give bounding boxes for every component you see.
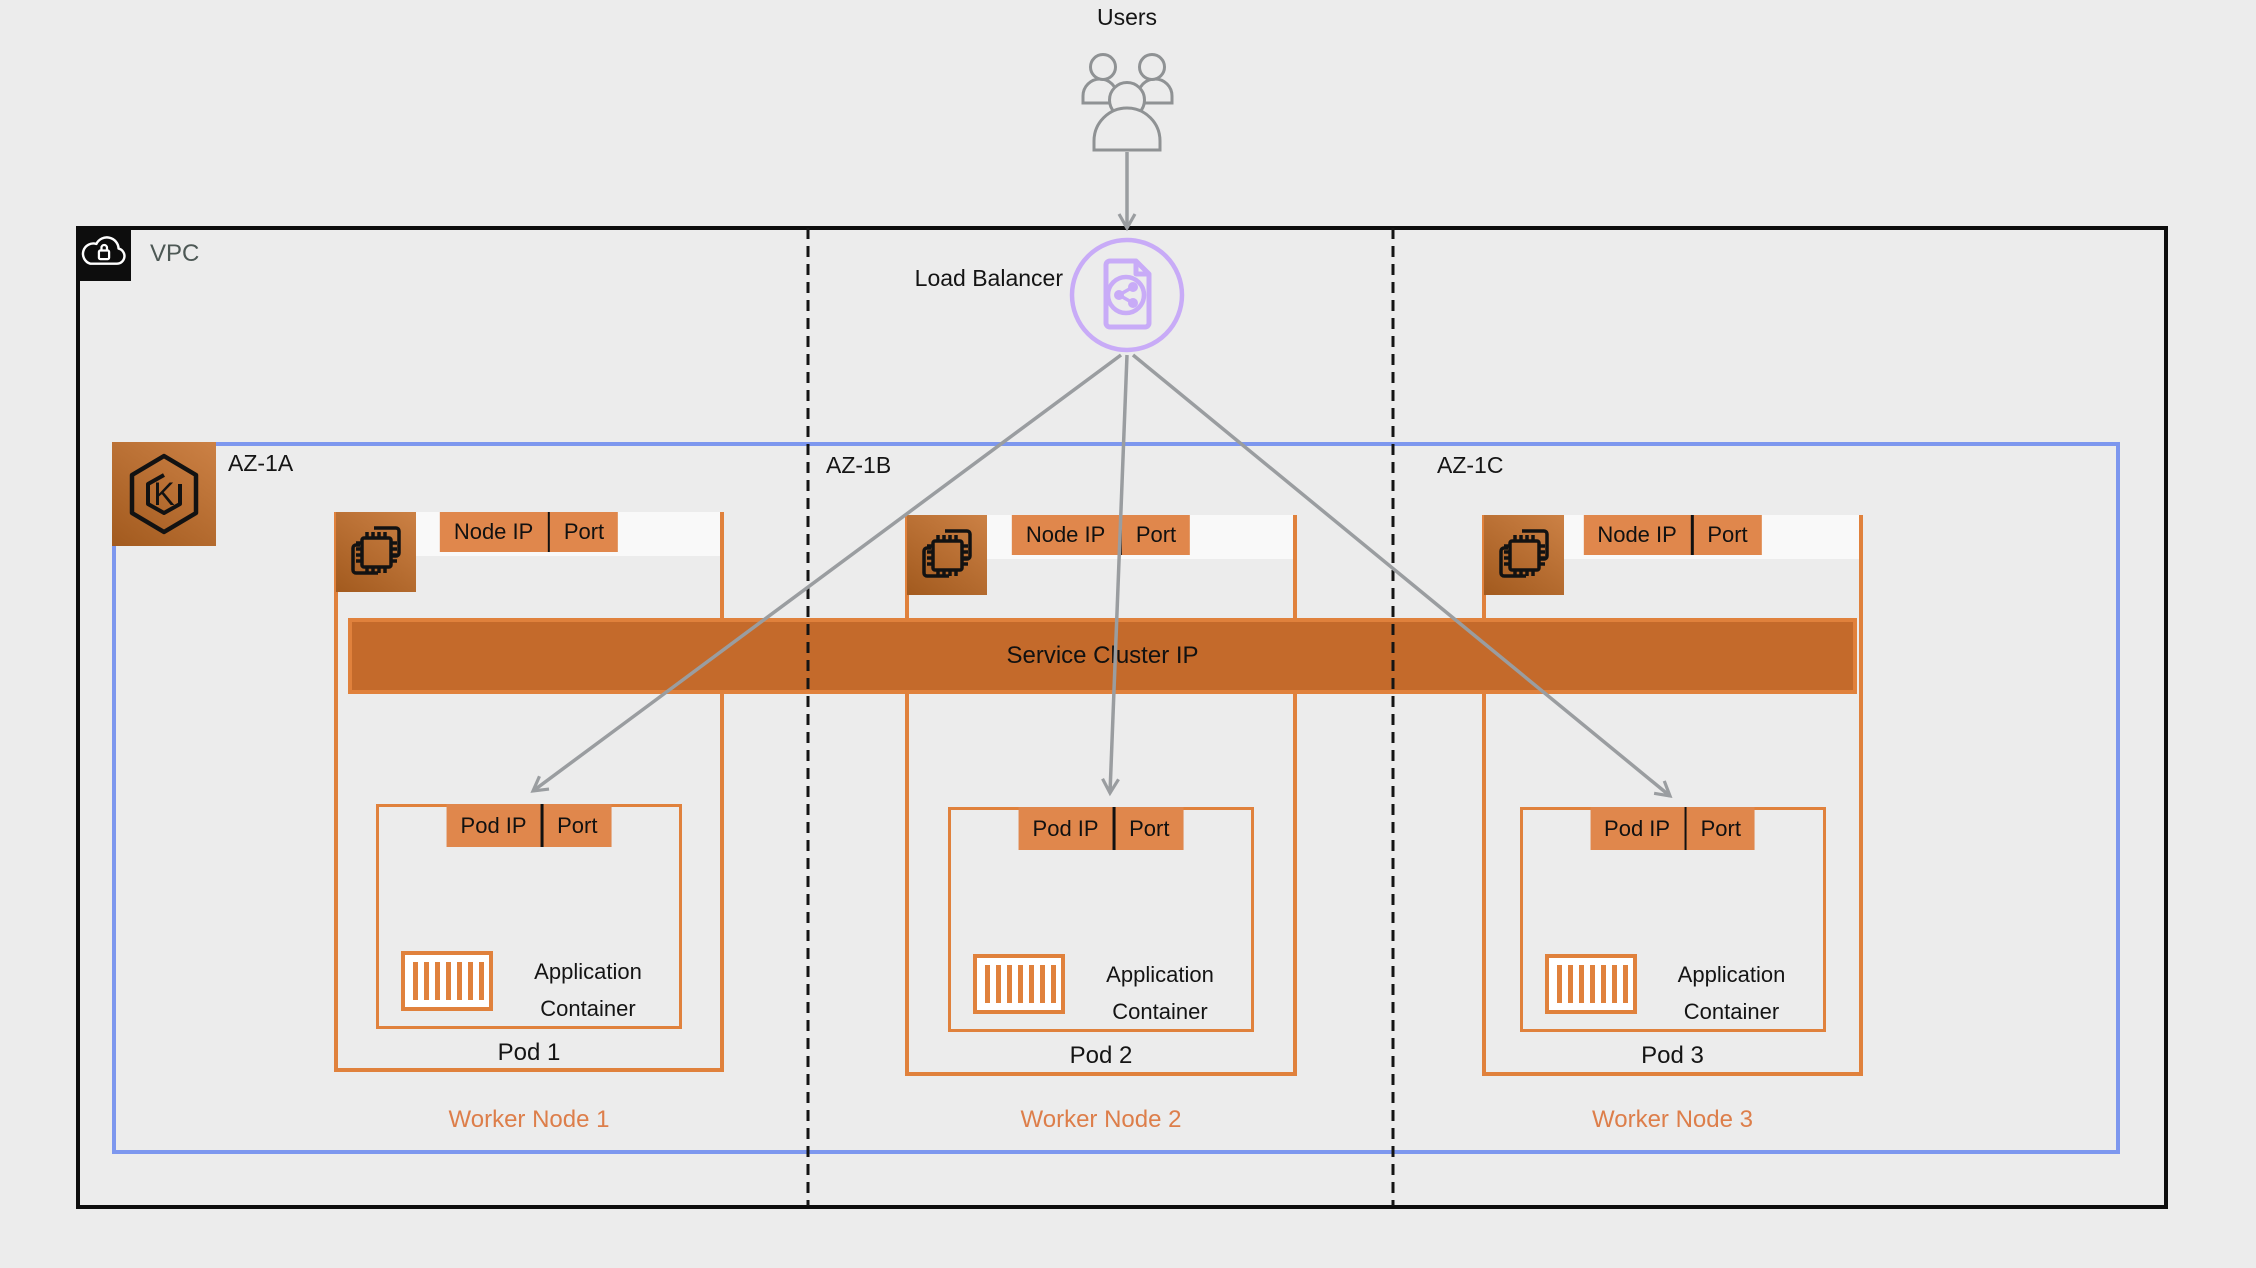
node-chip-icon xyxy=(336,512,416,592)
pod-ip-port-badge: Pod IP Port xyxy=(446,804,612,847)
application-container-line2: Container xyxy=(1112,999,1208,1024)
node-ip-cell: Node IP xyxy=(1597,522,1677,547)
users-icon xyxy=(1075,50,1180,157)
load-balancer-icon xyxy=(1069,237,1185,358)
node-chip-icon xyxy=(907,515,987,595)
node-ip-port-badge: Node IP Port xyxy=(1011,515,1191,555)
users-glyph xyxy=(1081,53,1174,152)
pod-1-box: Pod IP Port Application Container xyxy=(376,804,682,1029)
pod-ip-cell: Pod IP xyxy=(1032,815,1099,841)
az-label-1b: AZ-1B xyxy=(826,452,892,478)
node-ip-port-badge: Node IP Port xyxy=(439,512,619,552)
port-cell: Port xyxy=(1707,522,1748,547)
worker-node-3-label: Worker Node 3 xyxy=(1592,1106,1753,1133)
pod-2-box: Pod IP Port Application Container xyxy=(948,807,1254,1032)
pod-ip-cell: Pod IP xyxy=(1604,815,1671,841)
service-cluster-ip-bar: Service Cluster IP xyxy=(348,618,1857,694)
application-container-label: Application Container xyxy=(497,953,679,1027)
worker-node-2-label: Worker Node 2 xyxy=(1020,1106,1182,1133)
badge-divider xyxy=(1690,515,1694,555)
worker-node-2-box: Node IP Port Pod IP Port xyxy=(905,515,1297,1076)
service-cluster-ip-label: Service Cluster IP xyxy=(1006,642,1199,669)
application-container-line2: Container xyxy=(1683,999,1780,1024)
eks-cluster-icon: K xyxy=(112,442,216,546)
pod-1-label: Pod 1 xyxy=(497,1039,561,1066)
badge-divider xyxy=(540,804,544,847)
az-label-1c: AZ-1C xyxy=(1437,452,1504,478)
port-cell: Port xyxy=(1135,522,1177,547)
application-container-label: Application Container xyxy=(1641,956,1823,1030)
pod-ip-port-badge: Pod IP Port xyxy=(1018,807,1184,850)
users-label: Users xyxy=(1096,4,1158,30)
port-cell: Port xyxy=(563,519,605,544)
cpu-chip-glyph xyxy=(922,529,972,578)
container-glyph xyxy=(973,954,1065,1014)
worker-node-3-box: Node IP Port Pod IP Port xyxy=(1482,515,1863,1076)
pod-2-label: Pod 2 xyxy=(1069,1042,1133,1069)
vpc-cloud-lock-icon xyxy=(76,226,131,281)
container-icon xyxy=(973,954,1065,1019)
worker-node-1-box: Node IP Port Pod IP Port xyxy=(334,512,724,1072)
application-container-line1: Application xyxy=(1677,962,1786,987)
az-label-1a: AZ-1A xyxy=(228,450,294,476)
vpc-label: VPC xyxy=(150,240,200,267)
cpu-chip-glyph xyxy=(1499,529,1549,578)
application-container-line1: Application xyxy=(534,959,642,984)
pod-ip-port-badge: Pod IP Port xyxy=(1590,807,1755,850)
node-ip-port-badge: Node IP Port xyxy=(1583,515,1762,555)
application-container-label: Application Container xyxy=(1069,956,1251,1030)
vpc-cloud-lock-glyph xyxy=(81,236,126,265)
badge-divider xyxy=(1684,807,1687,850)
pod-ip-cell: Pod IP xyxy=(460,812,527,838)
pod-3-box: Pod IP Port Application Container xyxy=(1519,807,1826,1032)
node-ip-cell: Node IP xyxy=(453,519,534,544)
application-container-line2: Container xyxy=(540,996,636,1021)
pod-3-label: Pod 3 xyxy=(1641,1042,1704,1069)
node-ip-cell: Node IP xyxy=(1025,522,1106,547)
port-cell: Port xyxy=(1700,815,1741,841)
container-icon xyxy=(401,951,493,1016)
load-balancer-glyph xyxy=(1069,237,1185,353)
application-container-line1: Application xyxy=(1106,962,1214,987)
port-cell: Port xyxy=(1129,815,1170,841)
cpu-chip-glyph xyxy=(351,526,401,575)
badge-divider xyxy=(1112,807,1116,850)
svg-text:K: K xyxy=(153,476,174,512)
port-cell: Port xyxy=(557,812,598,838)
node-chip-icon xyxy=(1484,515,1564,595)
worker-node-1-label: Worker Node 1 xyxy=(448,1106,610,1133)
container-icon xyxy=(1544,954,1637,1019)
container-glyph xyxy=(1544,954,1637,1014)
load-balancer-label: Load Balancer xyxy=(914,265,1063,291)
eks-hexagon-k-glyph: K xyxy=(129,453,199,535)
container-glyph xyxy=(401,951,493,1011)
